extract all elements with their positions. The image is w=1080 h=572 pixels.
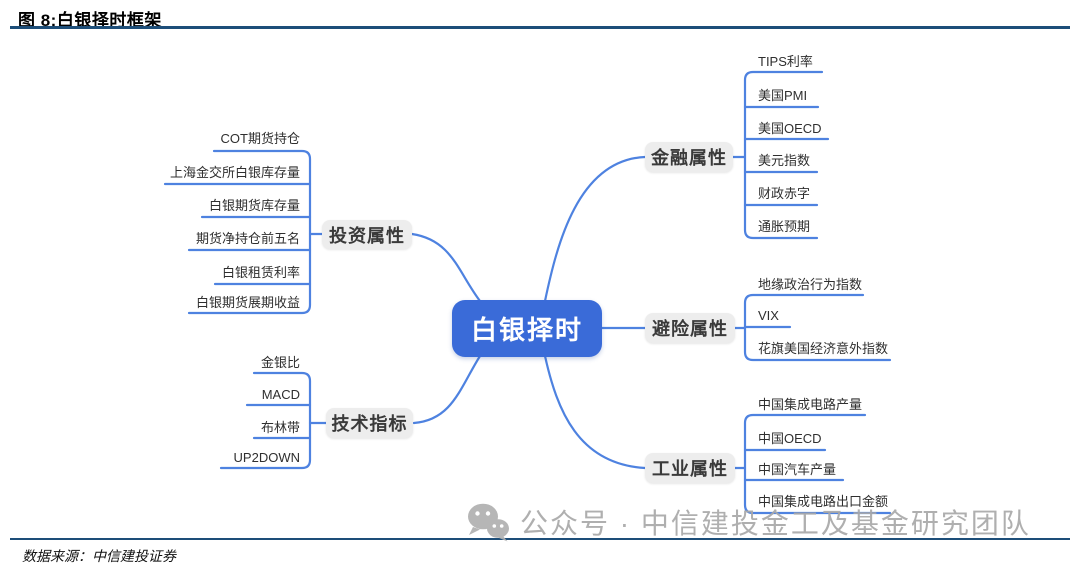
leaf-node: 白银租赁利率 [221, 265, 300, 280]
footer-divider [10, 538, 1070, 540]
wechat-icon [466, 502, 510, 542]
leaf-node: 白银期货展期收益 [195, 295, 300, 310]
leaf-node: 中国汽车产量 [758, 462, 837, 477]
branch-node-investment: 投资属性 [322, 220, 412, 249]
leaf-node: 布林带 [260, 420, 300, 435]
leaf-node: 美国PMI [758, 88, 808, 103]
figure-title: 图 8:白银择时框架 [18, 11, 162, 30]
leaf-node: TIPS利率 [758, 54, 813, 69]
leaf-node: 金银比 [260, 355, 300, 370]
leaf-node: COT期货持仓 [220, 131, 300, 146]
leaf-node: 通胀预期 [758, 219, 811, 234]
branch-node-hedge: 避险属性 [645, 313, 735, 343]
branch-node-industrial: 工业属性 [645, 453, 735, 483]
data-source-note: 数据来源：中信建投证券 [22, 550, 176, 565]
branch-node-financial: 金融属性 [645, 142, 733, 172]
title-divider [10, 26, 1070, 29]
leaf-node: 中国集成电路出口金额 [758, 494, 889, 509]
leaf-node: 美元指数 [758, 153, 811, 168]
leaf-node: 财政赤字 [758, 186, 811, 201]
leaf-node: 白银期货库存量 [208, 198, 300, 213]
leaf-node: VIX [758, 308, 779, 323]
leaf-node: 中国集成电路产量 [758, 397, 863, 412]
leaf-node: 中国OECD [758, 431, 822, 446]
leaf-node: MACD [261, 387, 300, 402]
leaf-node: 地缘政治行为指数 [758, 277, 863, 292]
leaf-node: 上海金交所白银库存量 [169, 165, 300, 180]
leaf-node: 美国OECD [758, 121, 822, 136]
watermark-text: 公众号 · 中信建投金工及基金研究团队 [520, 508, 1031, 539]
watermark: 公众号 · 中信建投金工及基金研究团队 [466, 502, 1031, 542]
leaf-node: 期货净持仓前五名 [195, 231, 300, 246]
leaf-node: UP2DOWN [233, 450, 300, 465]
branch-node-technical: 技术指标 [326, 408, 413, 438]
leaf-node: 花旗美国经济意外指数 [758, 341, 889, 356]
root-node-silver-timing: 白银择时 [452, 300, 602, 357]
